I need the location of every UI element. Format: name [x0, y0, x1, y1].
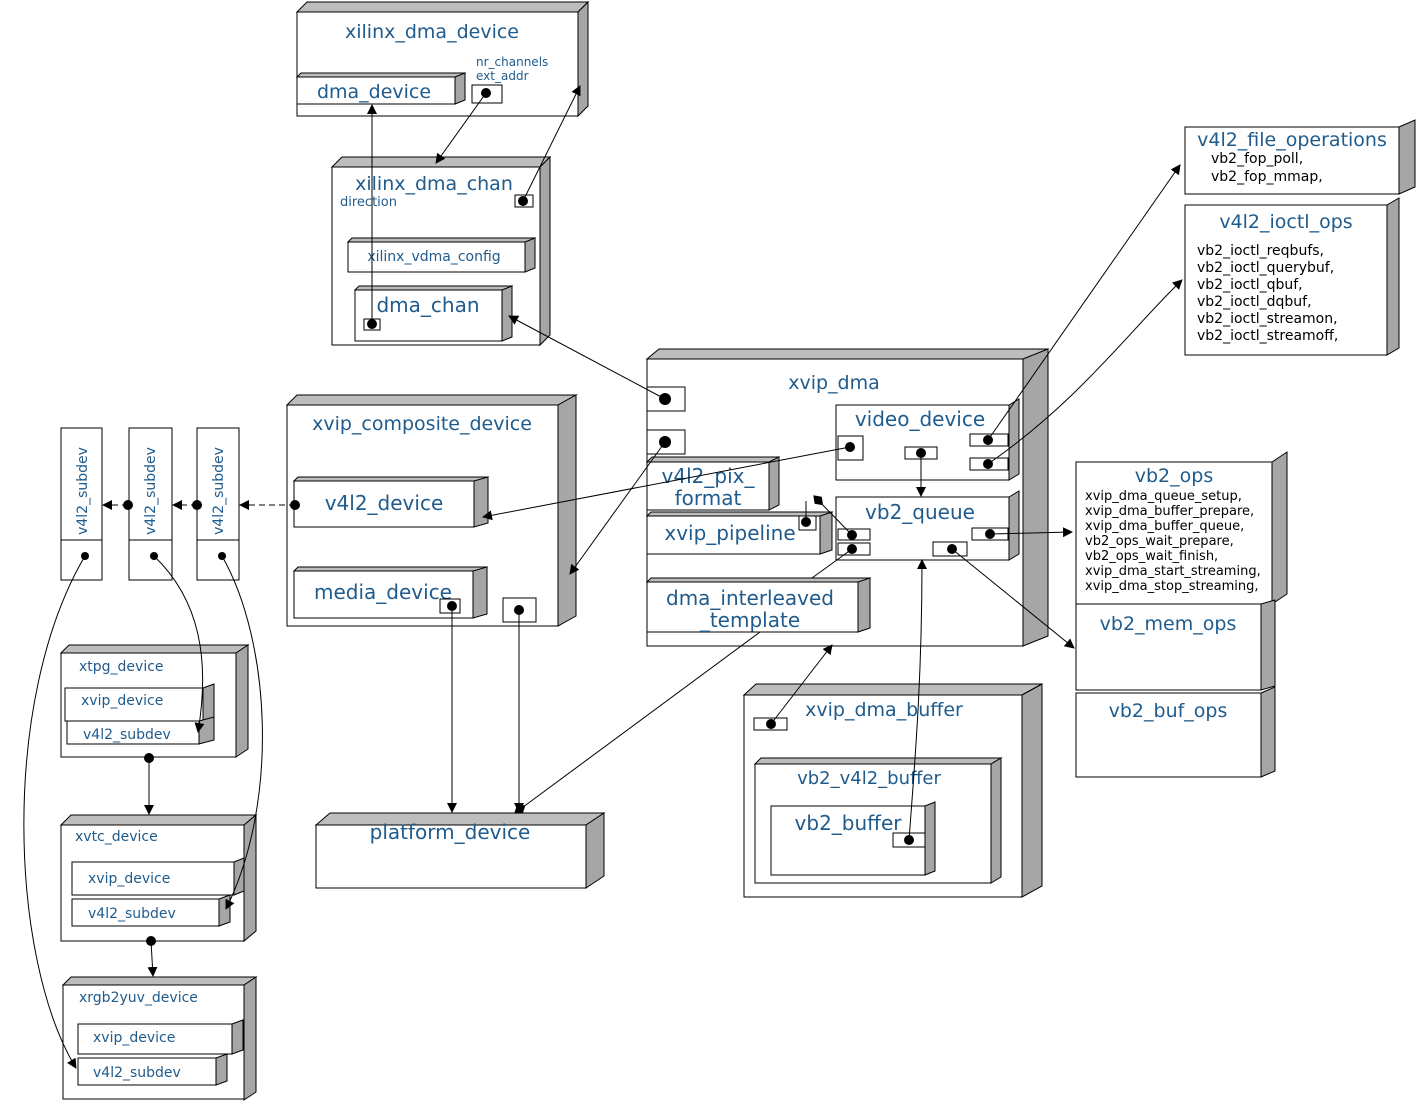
title-v4l2-ioctl-ops: v4l2_ioctl_ops: [1219, 211, 1352, 233]
node-vb2-ops: vb2_ops xvip_dma_queue_setup, xvip_dma_b…: [1075, 451, 1288, 605]
node-platform-device: platform_device: [314, 812, 606, 889]
vb2-op-3: vb2_ops_wait_prepare,: [1085, 534, 1234, 549]
vb2-op-0: xvip_dma_queue_setup,: [1085, 489, 1242, 504]
ioctl-op-3: vb2_ioctl_dqbuf,: [1197, 294, 1312, 310]
node-vb2-buf-ops: vb2_buf_ops: [1075, 686, 1276, 778]
title-v4l2-device: v4l2_device: [325, 491, 444, 515]
node-xvtc-device: xvtc_device xvip_device v4l2_subdev: [59, 813, 258, 943]
xtpg-v4l2-subdev: v4l2_subdev: [83, 727, 171, 743]
title-vb2-v4l2-buffer: vb2_v4l2_buffer: [797, 768, 941, 789]
title-v4l2-file-operations: v4l2_file_operations: [1197, 129, 1387, 151]
title-dma-interleaved-1: dma_interleaved: [666, 586, 834, 610]
ioctl-op-0: vb2_ioctl_reqbufs,: [1197, 243, 1324, 259]
node-v4l2-device: v4l2_device: [292, 476, 490, 528]
node-xvip-pipeline: xvip_pipeline: [645, 511, 834, 555]
title-video-device: video_device: [855, 407, 985, 431]
title-xvtc-device: xvtc_device: [75, 829, 158, 845]
title-dma-chan: dma_chan: [376, 293, 479, 317]
title-xvip-pipeline: xvip_pipeline: [664, 521, 795, 545]
node-vb2-queue: vb2_queue: [835, 490, 1020, 561]
xtpg-xvip-device: xvip_device: [81, 693, 163, 709]
file-op-0: vb2_fop_poll,: [1211, 151, 1303, 167]
vb2-op-5: xvip_dma_start_streaming,: [1085, 564, 1261, 579]
title-xilinx-vdma-config: xilinx_vdma_config: [367, 249, 500, 265]
node-dma-device: dma_device: [295, 72, 467, 105]
title-xvip-dma: xvip_dma: [788, 372, 880, 394]
ioctl-op-4: vb2_ioctl_streamon,: [1197, 311, 1338, 327]
title-xilinx-dma-chan: xilinx_dma_chan: [355, 173, 513, 195]
connector-dots: [81, 88, 995, 946]
title-xtpg-device: xtpg_device: [79, 659, 164, 675]
title-xvip-composite-device: xvip_composite_device: [312, 413, 532, 435]
xrgb2yuv-v4l2-subdev: v4l2_subdev: [93, 1065, 181, 1081]
ioctl-op-2: vb2_ioctl_qbuf,: [1197, 277, 1303, 293]
node-xrgb2yuv-device: xrgb2yuv_device xvip_device v4l2_subdev: [61, 976, 258, 1101]
node-vb2-mem-ops: vb2_mem_ops: [1075, 599, 1276, 691]
node-xilinx-vdma-config: xilinx_vdma_config: [346, 237, 537, 273]
title-dma-device: dma_device: [317, 81, 431, 103]
title-media-device: media_device: [314, 580, 452, 604]
title-v4l2-subdev-3: v4l2_subdev: [211, 447, 227, 535]
node-v4l2-pix-format: v4l2_pix_ format: [645, 456, 781, 511]
title-v4l2-subdev-1: v4l2_subdev: [75, 447, 91, 535]
title-xrgb2yuv-device: xrgb2yuv_device: [79, 990, 198, 1006]
vb2-op-1: xvip_dma_buffer_prepare,: [1085, 504, 1254, 519]
field-direction: direction: [340, 195, 397, 210]
ioctl-op-5: vb2_ioctl_streamoff,: [1197, 328, 1338, 344]
title-xvip-dma-buffer: xvip_dma_buffer: [805, 699, 963, 721]
title-vb2-buffer: vb2_buffer: [795, 811, 903, 835]
title-v4l2-subdev-2: v4l2_subdev: [143, 447, 159, 535]
node-v4l2-file-operations: v4l2_file_operations vb2_fop_poll, vb2_f…: [1184, 119, 1416, 195]
title-vb2-queue: vb2_queue: [865, 500, 975, 524]
connectors: [23, 85, 1183, 1069]
vb2-op-2: xvip_dma_buffer_queue,: [1085, 519, 1244, 534]
title-xilinx-dma-device: xilinx_dma_device: [345, 21, 519, 43]
node-xvip-dma-buffer: xvip_dma_buffer vb2_v4l2_buffer vb2_buff…: [742, 683, 1043, 898]
ioctl-op-1: vb2_ioctl_querybuf,: [1197, 260, 1334, 276]
node-v4l2-ioctl-ops: v4l2_ioctl_ops vb2_ioctl_reqbufs, vb2_io…: [1184, 197, 1400, 356]
xvtc-v4l2-subdev: v4l2_subdev: [88, 906, 176, 922]
title-v4l2-pix-format-2: format: [675, 486, 742, 510]
field-ext-addr: ext_addr: [476, 69, 529, 83]
field-nr-channels: nr_channels: [476, 55, 548, 69]
vb2-op-4: vb2_ops_wait_finish,: [1085, 549, 1218, 564]
node-xtpg-device: xtpg_device xvip_device v4l2_subdev: [59, 644, 250, 758]
node-dma-chan: dma_chan: [353, 285, 514, 342]
title-dma-interleaved-2: _template: [699, 608, 800, 632]
title-vb2-buf-ops: vb2_buf_ops: [1109, 700, 1228, 722]
vb2-op-6: xvip_dma_stop_streaming,: [1085, 579, 1259, 594]
title-platform-device: platform_device: [370, 820, 531, 844]
node-v4l2-subdev-3: v4l2_subdev: [196, 427, 240, 581]
file-op-1: vb2_fop_mmap,: [1211, 169, 1323, 185]
xrgb2yuv-xvip-device: xvip_device: [93, 1030, 175, 1046]
node-dma-interleaved-template: dma_interleaved _template: [645, 577, 872, 633]
node-v4l2-subdev-1: v4l2_subdev: [60, 427, 103, 581]
title-vb2-mem-ops: vb2_mem_ops: [1100, 613, 1237, 635]
xvtc-xvip-device: xvip_device: [88, 871, 170, 887]
title-vb2-ops: vb2_ops: [1135, 465, 1213, 487]
